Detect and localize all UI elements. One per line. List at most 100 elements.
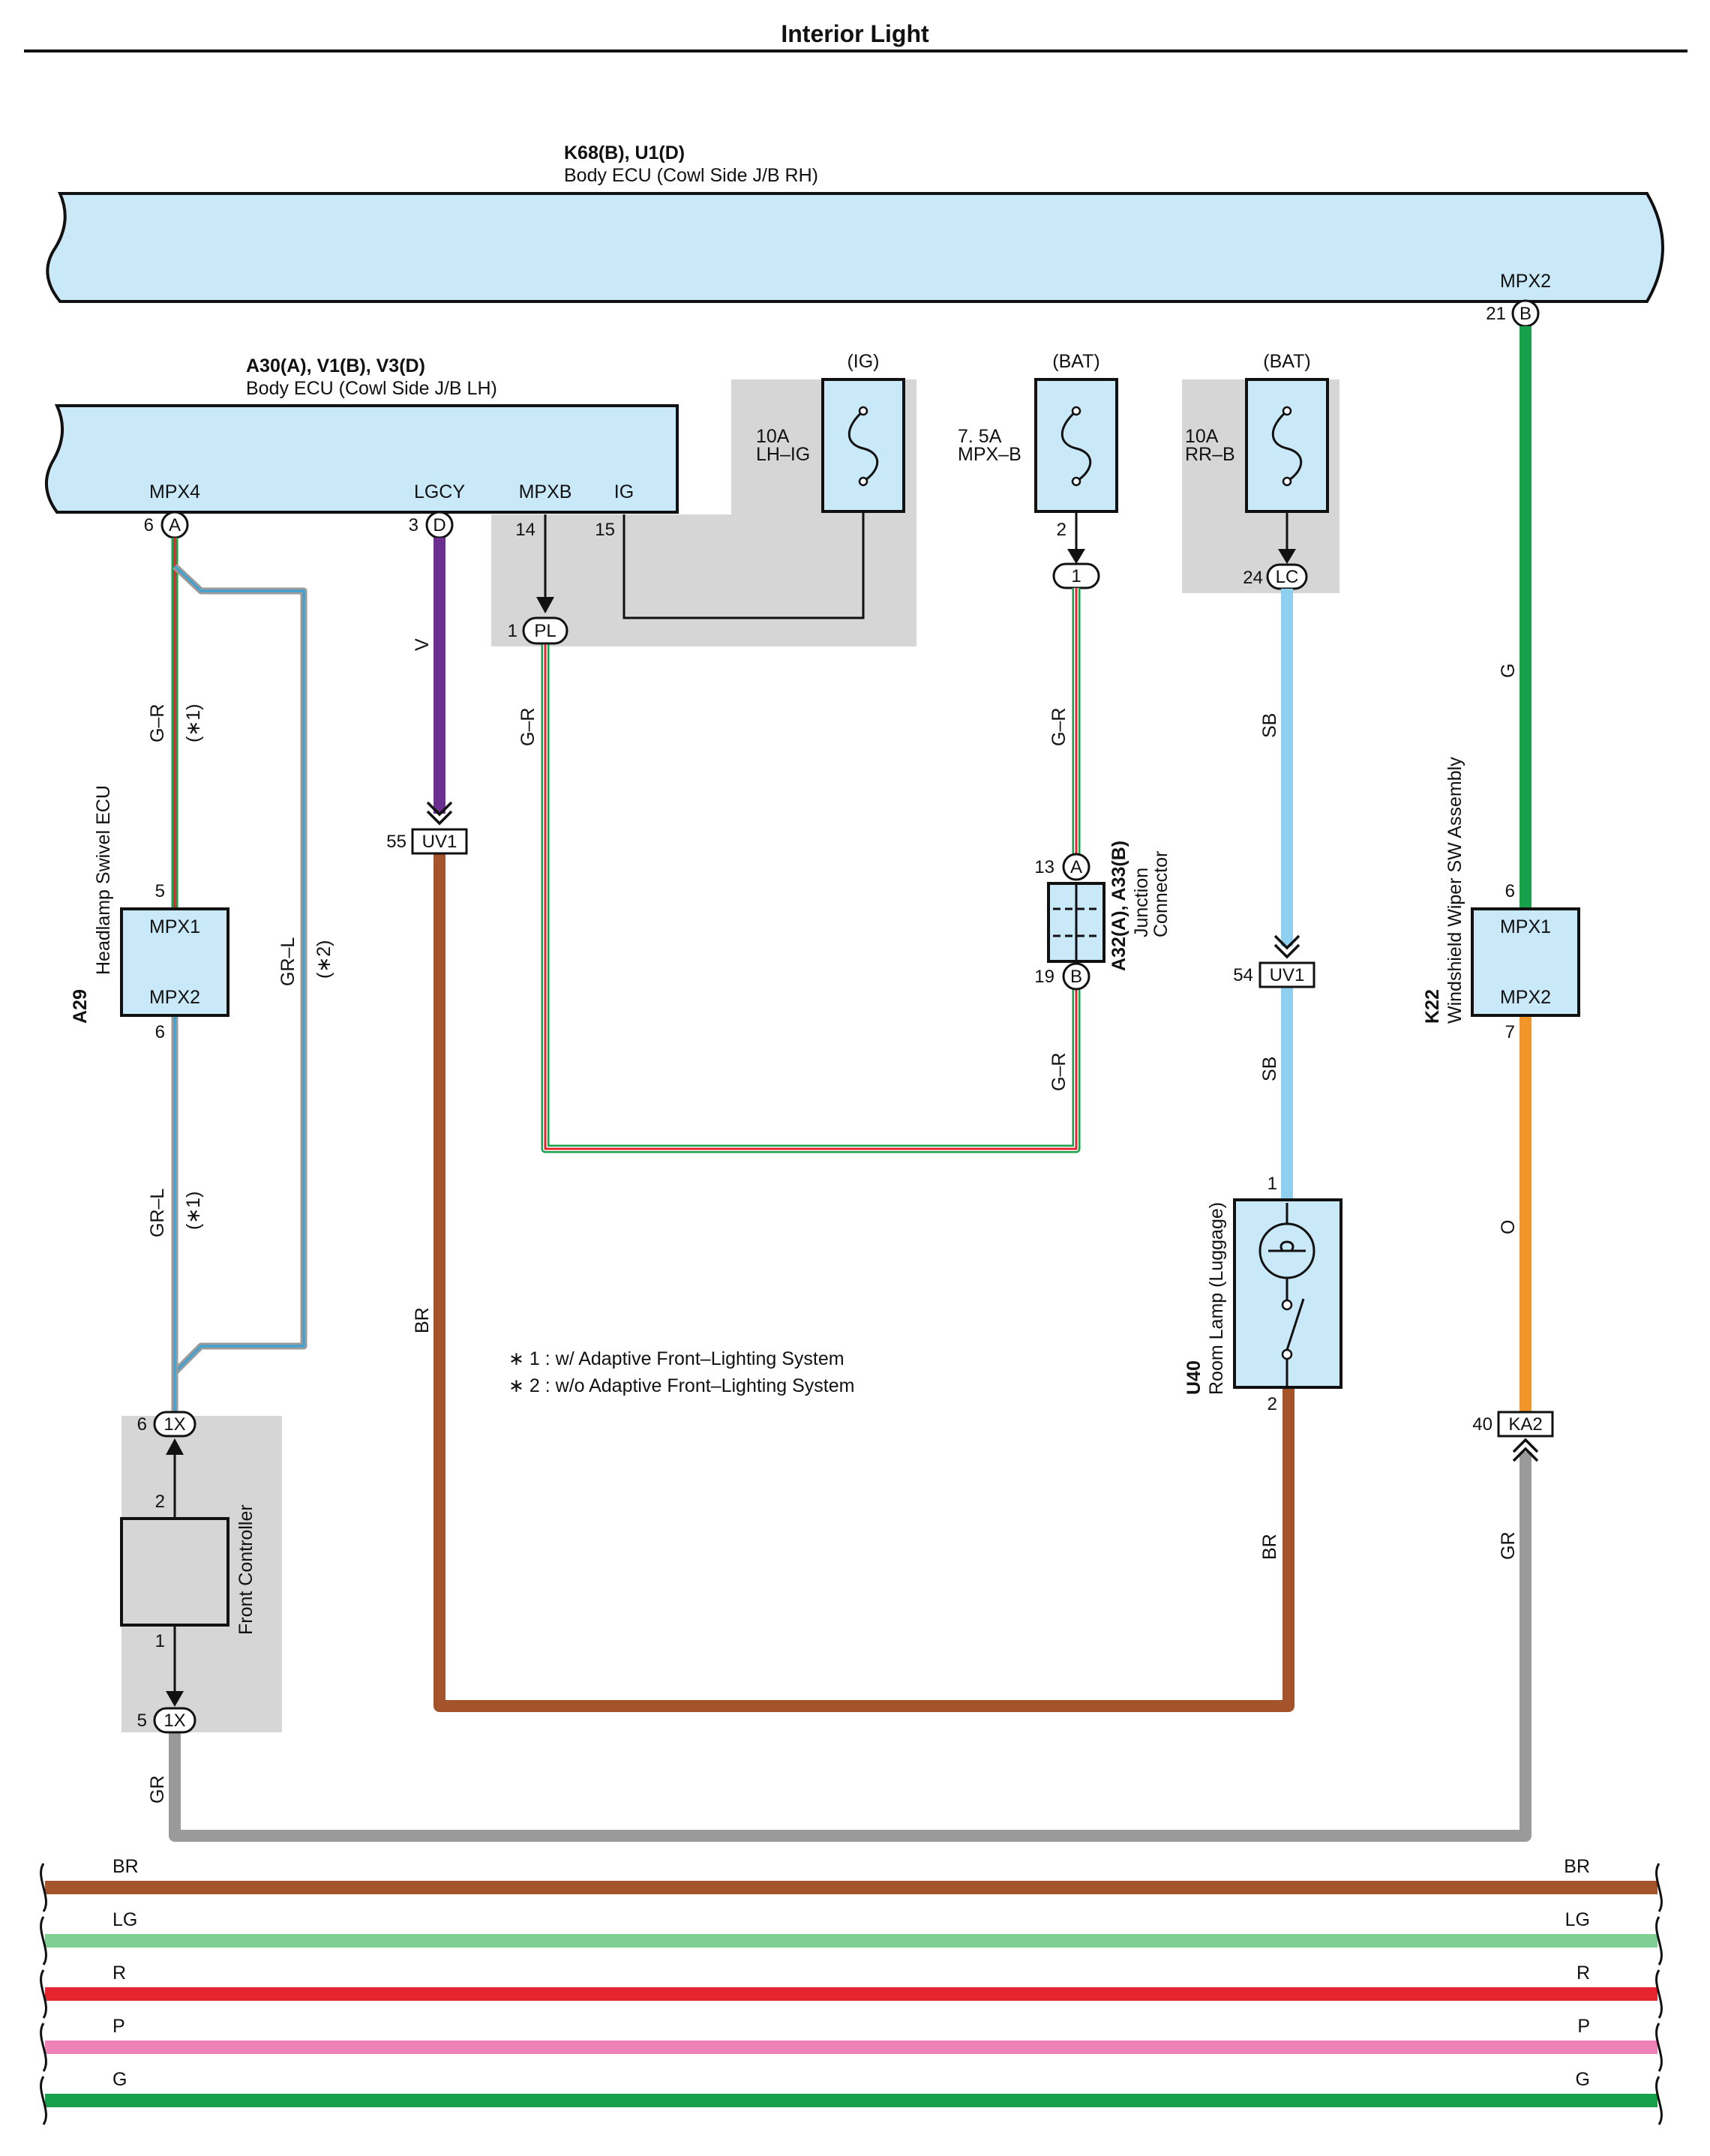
jc-conn-b xyxy=(1062,962,1090,991)
wire-br xyxy=(434,853,1294,1712)
body-ecu-rh-port: MPX2 xyxy=(1500,271,1551,292)
fuse-mpxb-supply: (BAT) xyxy=(1052,351,1100,372)
wire-bypass-grl-stripe xyxy=(173,565,305,1374)
a29-ref-group: A29 xyxy=(70,989,91,1024)
lbl-bypass-note: (∗2) xyxy=(314,940,334,979)
bus-label-r-g: G xyxy=(1576,2069,1590,2090)
fuse-lhig-name: LH–IG xyxy=(756,444,810,465)
bus-label-l-p: P xyxy=(112,2016,125,2037)
wire-pl-gr xyxy=(541,643,1081,1153)
body-ecu-rh-conn-label: B xyxy=(1520,304,1532,324)
fuse-mpxb-element xyxy=(1060,409,1092,483)
lbl-a29-grl-group: GR–L xyxy=(147,1189,168,1237)
uv1-a-arrow xyxy=(426,801,453,826)
fuse-lhig-rating: 10A xyxy=(756,426,790,447)
switch-icon xyxy=(1286,1298,1305,1351)
jc-name1-group: Junction xyxy=(1131,868,1152,937)
bus-label-l-lg: LG xyxy=(112,1909,137,1930)
pin-lgcy: 3 xyxy=(409,515,418,535)
fuse-lhig-supply: (IG) xyxy=(847,351,879,372)
a29-headlamp-swivel-ecu: MPX1 MPX2 5 6 A29 Headlamp Swivel ECU xyxy=(70,785,230,1042)
fuse-rrb-rating: 10A xyxy=(1185,426,1219,447)
bus-label-r-lg: LG xyxy=(1565,1909,1590,1930)
uv1-a-label: UV1 xyxy=(422,832,458,852)
fuse-mpxb-conn-label: 1 xyxy=(1071,566,1081,586)
a29-name: Headlamp Swivel ECU xyxy=(93,785,114,975)
u40-name: Room Lamp (Luggage) xyxy=(1206,1202,1227,1395)
lbl-sb-bot-group: SB xyxy=(1259,1057,1280,1081)
wires xyxy=(169,326,1532,1842)
fc-arrow-top xyxy=(166,1438,184,1455)
lbl-uv1-br-group: BR xyxy=(412,1307,433,1333)
note-1: ∗ 1 : w/ Adaptive Front–Lighting System xyxy=(508,1348,844,1369)
jc-ref: A32(A), A33(B) xyxy=(1108,841,1130,971)
conn-lgcy-label: D xyxy=(433,515,446,535)
u40-pin2: 2 xyxy=(1268,1394,1277,1414)
jc-conn-a-label: A xyxy=(1070,857,1082,877)
bus-label-r-br: BR xyxy=(1564,1856,1590,1877)
a29-port1: MPX1 xyxy=(149,916,200,937)
fuse-mpxb: (BAT) 7. 5A MPX–B 2 1 xyxy=(958,351,1118,589)
jc-name2-group: Connector xyxy=(1150,851,1172,937)
lbl-bypass-group: GR–L xyxy=(278,937,298,986)
conn-1x-top: 1X 6 xyxy=(137,1411,196,1438)
body-ecu-rh-name: Body ECU (Cowl Side J/B RH) xyxy=(564,165,818,186)
conn-uv1-b: UV1 54 xyxy=(1233,934,1316,988)
u40-room-lamp: 1 2 U40 Room Lamp (Luggage) xyxy=(1184,1174,1342,1414)
lbl-sb-top: SB xyxy=(1259,713,1280,738)
bus-break-l-4 xyxy=(40,2076,47,2125)
lbl-x1-gr: GR xyxy=(147,1776,168,1804)
fc-arrow-bot xyxy=(166,1691,184,1707)
jc-pin-a: 13 xyxy=(1034,857,1054,877)
uv1-b-pin: 54 xyxy=(1233,965,1253,985)
k22-port1: MPX1 xyxy=(1500,916,1551,937)
body-ecu-rh-ref: K68(B), U1(D) xyxy=(564,142,685,163)
lbl-mpxb-top: G–R xyxy=(1048,708,1070,746)
bus-break-l-3 xyxy=(40,2023,47,2072)
body-ecu-lh-box xyxy=(44,404,679,514)
port-lgcy: LGCY xyxy=(414,481,465,502)
bus-label-l-g: G xyxy=(112,2069,127,2090)
page-title: Interior Light xyxy=(781,20,929,47)
jc-conn-a xyxy=(1062,853,1090,881)
fuse-mpxb-rating: 7. 5A xyxy=(958,426,1002,447)
pl-pin: 1 xyxy=(508,621,518,641)
switch-term-top xyxy=(1281,1299,1293,1311)
ka2-box xyxy=(1497,1411,1554,1438)
lbl-mpx4-note-group: (∗1) xyxy=(183,703,204,742)
pin-mpx4: 6 xyxy=(144,515,154,535)
lbl-bypass-note-group: (∗2) xyxy=(314,940,334,979)
jc-name1: Junction xyxy=(1131,868,1152,937)
bus-break-r-4 xyxy=(1655,2076,1663,2125)
fuse-rrb-conn-label: LC xyxy=(1276,567,1299,587)
body-ecu-lh: A30(A), V1(B), V3(D) Body ECU (Cowl Side… xyxy=(44,355,679,540)
conn-mpx4-label: A xyxy=(169,515,181,535)
bus-label-l-br: BR xyxy=(112,1856,139,1877)
wire-gr-bottom xyxy=(169,1452,1532,1842)
u40-pin1: 1 xyxy=(1268,1174,1277,1194)
fc-name-group: Front Controller xyxy=(236,1504,256,1635)
uv1-b-arrow xyxy=(1274,934,1300,959)
port-mpx4: MPX4 xyxy=(149,481,200,502)
lbl-mpxb-bot: G–R xyxy=(1048,1053,1070,1091)
k22-pin2: 7 xyxy=(1505,1022,1515,1042)
lbl-lgcy: V xyxy=(412,638,433,651)
lbl-a29-grl: GR–L xyxy=(147,1189,168,1237)
1x-bot-pin: 5 xyxy=(137,1711,147,1731)
fc-pin1: 1 xyxy=(155,1631,165,1651)
lbl-sb-bot: SB xyxy=(1259,1057,1280,1081)
a29-port2: MPX2 xyxy=(149,987,200,1008)
fuse-rrb-arrow xyxy=(1278,549,1296,564)
lbl-mpxb-top-group: G–R xyxy=(1048,708,1070,746)
a29-box xyxy=(120,907,230,1017)
wire-pl-gr-stripe xyxy=(544,643,1078,1150)
1x-bot-box xyxy=(153,1707,196,1734)
a29-pin1: 5 xyxy=(155,881,165,901)
bus-break-r-2 xyxy=(1655,1969,1663,2019)
lbl-k22-g: G xyxy=(1498,664,1519,678)
fuse-mpxb-pin: 2 xyxy=(1057,520,1066,540)
bus-break-r-0 xyxy=(1655,1863,1663,1912)
lbl-mpxb-bot-group: G–R xyxy=(1048,1053,1070,1091)
